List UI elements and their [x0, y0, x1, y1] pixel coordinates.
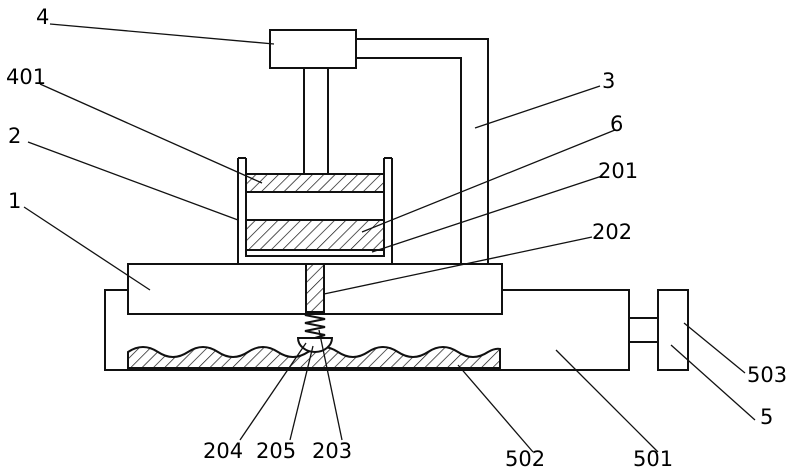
callout-204: 204 [203, 439, 243, 463]
leader-5 [671, 345, 755, 420]
callout-6: 6 [610, 112, 623, 136]
cylinder-assembly [238, 52, 392, 264]
adjustment-knob [658, 290, 688, 370]
callout-labels: 4 401 2 1 3 6 201 202 503 5 204 205 203 … [6, 5, 787, 471]
callout-203: 203 [312, 439, 352, 463]
callout-5: 5 [760, 405, 773, 429]
callout-1: 1 [8, 189, 21, 213]
callout-3: 3 [602, 69, 615, 93]
callout-502: 502 [505, 447, 545, 471]
lower-rod [306, 264, 324, 312]
callout-202: 202 [592, 220, 632, 244]
callout-503: 503 [747, 363, 787, 387]
knob-shaft [629, 318, 658, 342]
callout-4: 4 [36, 5, 49, 29]
leader-1 [24, 207, 150, 290]
callout-401: 401 [6, 65, 46, 89]
upper-piston-plate [246, 174, 384, 192]
callout-501: 501 [633, 447, 673, 471]
piston-rod [304, 52, 328, 174]
leader-2 [28, 142, 238, 220]
actuator-box [270, 30, 356, 68]
callout-2: 2 [8, 124, 21, 148]
lower-piston-plate [246, 220, 384, 250]
leader-lines [24, 24, 755, 452]
leader-4 [50, 24, 274, 44]
callout-205: 205 [256, 439, 296, 463]
leader-401 [40, 84, 262, 183]
leader-502 [458, 365, 533, 452]
callout-201: 201 [598, 159, 638, 183]
leader-3 [475, 86, 600, 128]
